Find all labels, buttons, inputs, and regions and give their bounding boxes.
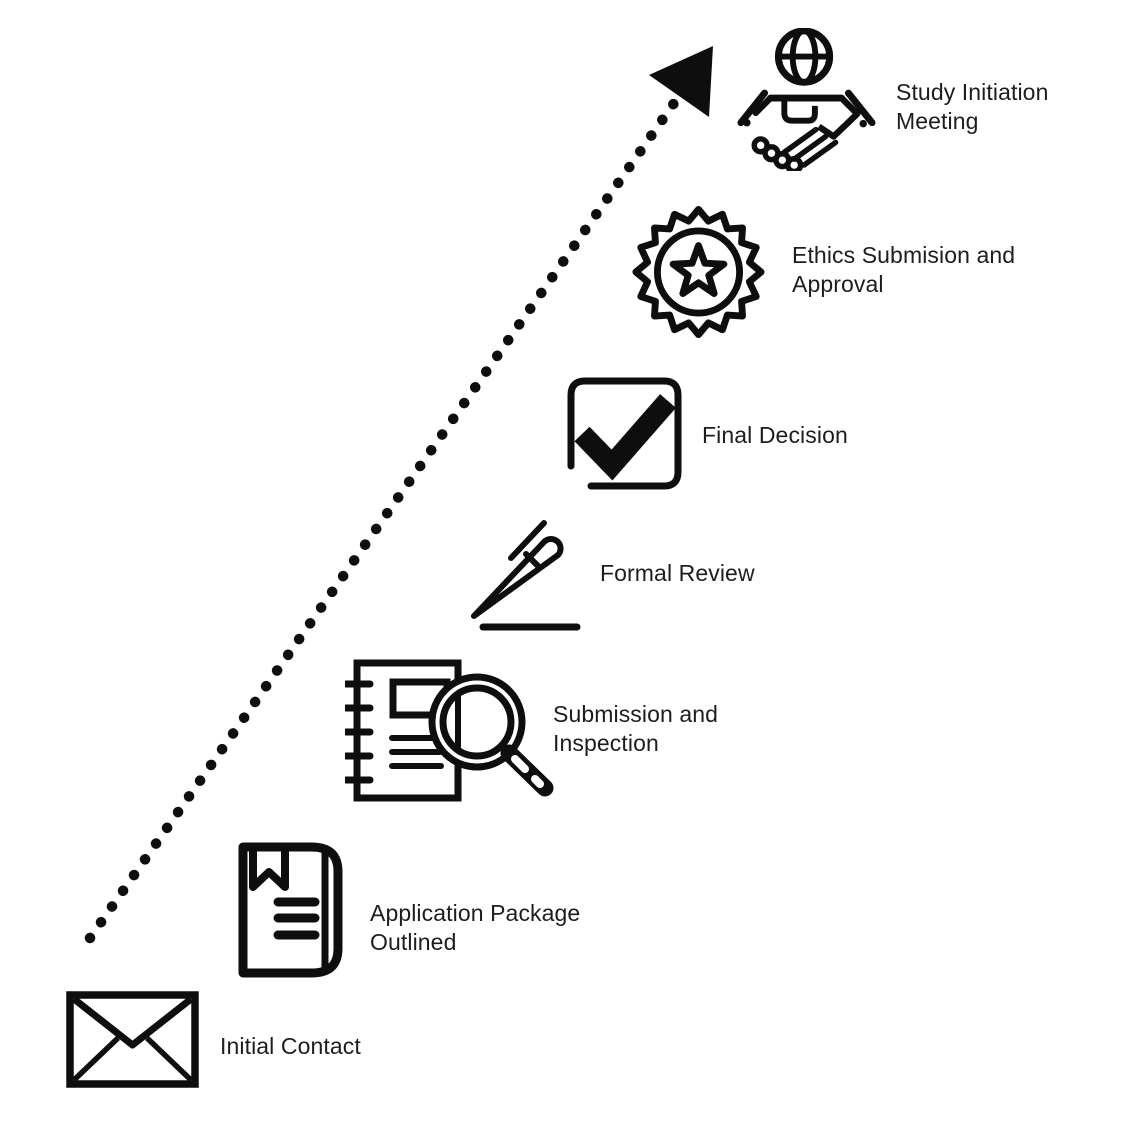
envelope-icon	[66, 991, 199, 1088]
step-label-line: Approval	[792, 271, 884, 297]
step-label-line: Study Initiation	[896, 79, 1049, 105]
step-label-line: Submission and	[553, 701, 719, 727]
step-label-line: Application Package	[370, 900, 581, 926]
step-label-line: Ethics Submision and	[792, 242, 1016, 268]
step-label-line: Final Decision	[702, 422, 848, 448]
step-label: Initial Contact	[220, 1032, 361, 1061]
badge-star-icon	[632, 205, 765, 339]
checkbox-icon	[567, 377, 682, 490]
step-label: Final Decision	[702, 421, 848, 450]
arrowhead-icon	[649, 46, 713, 117]
pen-icon	[471, 520, 581, 631]
notebook-magnifier-icon	[345, 659, 554, 802]
step-label-line: Initial Contact	[220, 1033, 361, 1059]
dotted-line	[84, 90, 685, 944]
step-label: Ethics Submision and Approval	[792, 241, 1015, 299]
step-label: Study Initiation Meeting	[896, 78, 1048, 136]
globe-handshake-icon	[737, 28, 876, 171]
step-label-line: Formal Review	[600, 560, 755, 586]
step-label-line: Outlined	[370, 929, 457, 955]
step-label-line: Meeting	[896, 108, 979, 134]
book-icon	[238, 842, 343, 978]
step-label: Application Package Outlined	[370, 899, 580, 957]
step-label-line: Inspection	[553, 730, 659, 756]
step-label: Submission and Inspection	[553, 700, 718, 758]
step-label: Formal Review	[600, 559, 755, 588]
